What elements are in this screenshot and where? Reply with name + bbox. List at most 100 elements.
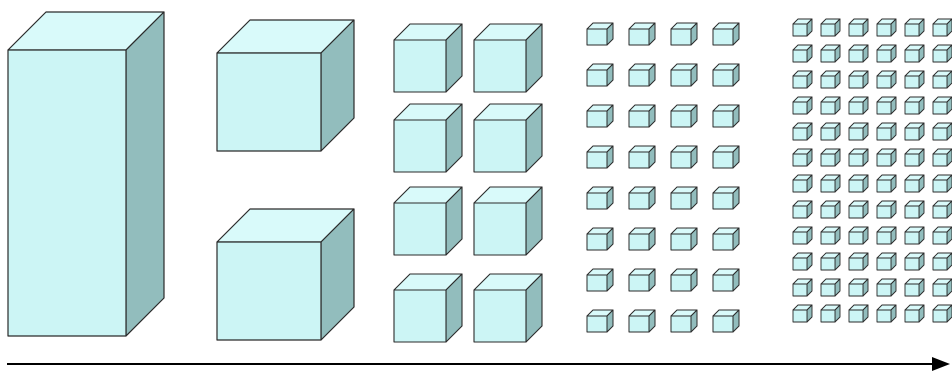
front-face	[474, 203, 526, 255]
front-face	[849, 180, 863, 192]
front-face	[629, 316, 649, 332]
front-face	[877, 310, 891, 322]
front-face	[933, 180, 947, 192]
front-face	[629, 234, 649, 250]
front-face	[671, 316, 691, 332]
front-face	[394, 290, 446, 342]
stages-group	[8, 12, 952, 342]
block	[713, 146, 739, 168]
front-face	[8, 50, 126, 336]
front-face	[793, 154, 807, 166]
block	[933, 45, 952, 62]
block	[877, 305, 896, 322]
stage-1	[8, 12, 164, 336]
front-face	[793, 206, 807, 218]
block	[671, 64, 697, 86]
front-face	[821, 128, 835, 140]
front-face	[793, 76, 807, 88]
block	[587, 228, 613, 250]
block	[394, 24, 462, 92]
block	[905, 149, 924, 166]
front-face	[671, 193, 691, 209]
block	[713, 228, 739, 250]
front-face	[629, 29, 649, 45]
front-face	[933, 284, 947, 296]
stage-4	[587, 23, 739, 332]
front-face	[905, 180, 919, 192]
block	[877, 227, 896, 244]
block	[849, 149, 868, 166]
arrow-right-icon	[932, 357, 950, 371]
front-face	[793, 258, 807, 270]
block	[587, 310, 613, 332]
stage-3	[394, 24, 542, 342]
block	[8, 12, 164, 336]
block	[793, 305, 812, 322]
front-face	[821, 284, 835, 296]
side-face	[126, 12, 164, 336]
front-face	[849, 310, 863, 322]
block	[877, 279, 896, 296]
front-face	[587, 275, 607, 291]
front-face	[821, 154, 835, 166]
block	[849, 201, 868, 218]
block	[671, 310, 697, 332]
block	[849, 279, 868, 296]
block	[793, 227, 812, 244]
front-face	[877, 76, 891, 88]
block	[713, 187, 739, 209]
block	[629, 269, 655, 291]
front-face	[905, 154, 919, 166]
front-face	[877, 232, 891, 244]
front-face	[905, 102, 919, 114]
block	[713, 64, 739, 86]
front-face	[671, 234, 691, 250]
block	[793, 71, 812, 88]
block	[877, 175, 896, 192]
front-face	[587, 316, 607, 332]
front-face	[671, 152, 691, 168]
block	[587, 146, 613, 168]
front-face	[877, 102, 891, 114]
front-face	[793, 102, 807, 114]
block	[394, 274, 462, 342]
front-face	[394, 120, 446, 172]
front-face	[877, 24, 891, 36]
front-face	[474, 40, 526, 92]
block	[905, 227, 924, 244]
front-face	[821, 50, 835, 62]
front-face	[217, 242, 321, 340]
front-face	[849, 128, 863, 140]
front-face	[394, 203, 446, 255]
block	[217, 20, 354, 151]
front-face	[933, 206, 947, 218]
front-face	[905, 128, 919, 140]
block	[713, 23, 739, 45]
front-face	[877, 50, 891, 62]
block	[877, 71, 896, 88]
block	[821, 19, 840, 36]
front-face	[905, 258, 919, 270]
front-face	[793, 284, 807, 296]
block	[793, 19, 812, 36]
front-face	[933, 154, 947, 166]
front-face	[933, 50, 947, 62]
block	[587, 23, 613, 45]
block	[793, 201, 812, 218]
block	[877, 97, 896, 114]
front-face	[849, 154, 863, 166]
block	[849, 305, 868, 322]
front-face	[877, 154, 891, 166]
block	[793, 123, 812, 140]
block	[821, 45, 840, 62]
front-face	[713, 193, 733, 209]
front-face	[849, 232, 863, 244]
front-face	[713, 111, 733, 127]
front-face	[849, 102, 863, 114]
front-face	[793, 24, 807, 36]
front-face	[933, 232, 947, 244]
front-face	[474, 120, 526, 172]
block	[933, 227, 952, 244]
front-face	[217, 53, 321, 151]
block	[474, 104, 542, 172]
